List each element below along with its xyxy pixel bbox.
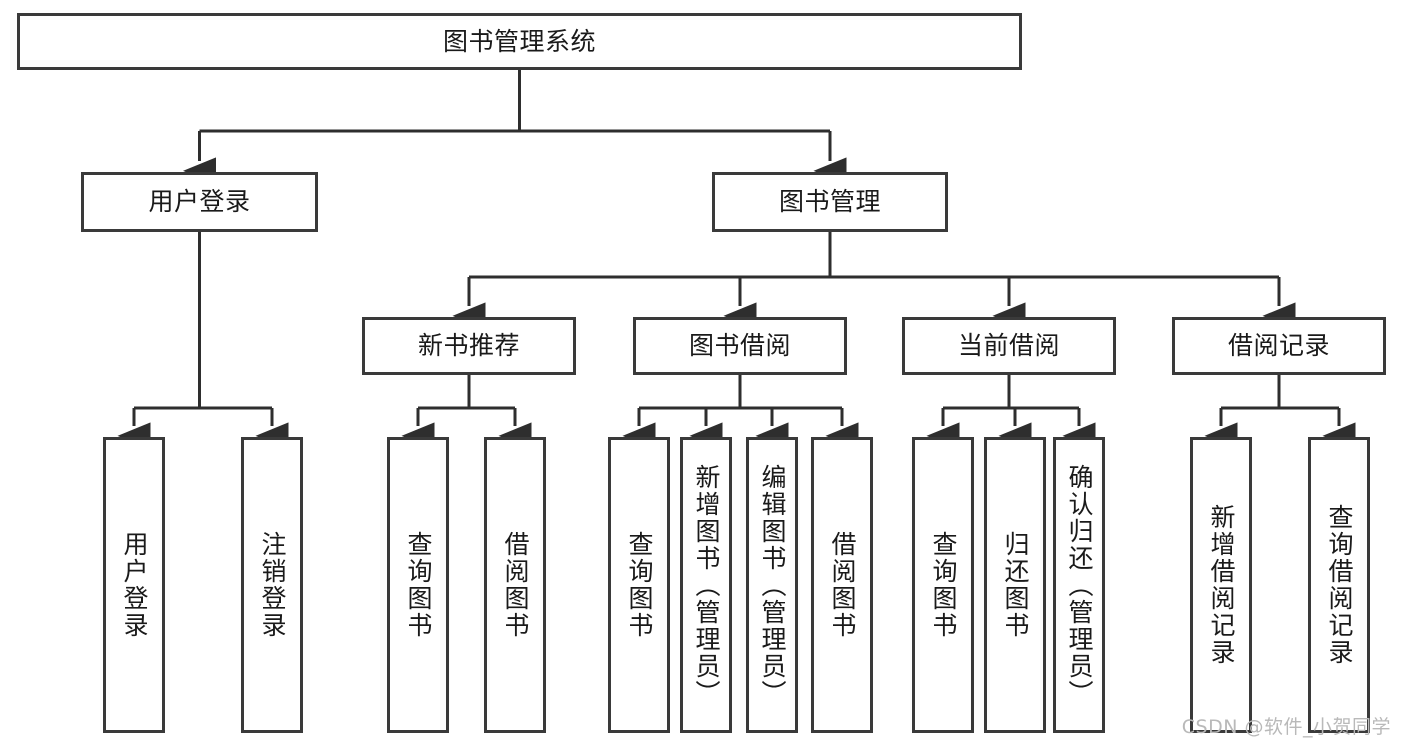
node-leaf-add-book-label: 新增图书（管理员）	[692, 463, 721, 707]
node-leaf-borrow-book-bw-label: 借阅图书	[828, 531, 857, 639]
node-current-borrow[interactable]: 当前借阅	[902, 317, 1116, 375]
node-root[interactable]: 图书管理系统	[17, 13, 1022, 70]
node-leaf-borrow-book-rec-label: 借阅图书	[501, 531, 530, 639]
node-leaf-query-book-cb[interactable]: 查询图书	[912, 437, 974, 733]
node-book-borrow[interactable]: 图书借阅	[633, 317, 847, 375]
node-leaf-logout[interactable]: 注销登录	[241, 437, 303, 733]
node-user-login-label: 用户登录	[148, 187, 251, 217]
node-leaf-confirm-return-label: 确认归还（管理员）	[1065, 463, 1094, 707]
node-root-label: 图书管理系统	[442, 26, 596, 56]
node-leaf-query-book-bw-label: 查询图书	[625, 531, 654, 639]
node-leaf-edit-book[interactable]: 编辑图书（管理员）	[746, 437, 798, 733]
node-book-borrow-label: 图书借阅	[688, 331, 791, 361]
node-leaf-borrow-book-bw[interactable]: 借阅图书	[811, 437, 873, 733]
node-current-borrow-label: 当前借阅	[957, 331, 1060, 361]
node-new-book-rec-label: 新书推荐	[417, 331, 520, 361]
node-leaf-add-record-label: 新增借阅记录	[1207, 504, 1236, 666]
node-leaf-query-book-rec[interactable]: 查询图书	[387, 437, 449, 733]
watermark: CSDN @软件_小贺同学	[1181, 716, 1391, 738]
node-leaf-user-login[interactable]: 用户登录	[103, 437, 165, 733]
node-leaf-confirm-return[interactable]: 确认归还（管理员）	[1053, 437, 1105, 733]
node-leaf-logout-label: 注销登录	[258, 531, 287, 639]
node-leaf-add-record[interactable]: 新增借阅记录	[1190, 437, 1252, 733]
node-leaf-edit-book-label: 编辑图书（管理员）	[758, 463, 787, 707]
node-borrow-record[interactable]: 借阅记录	[1172, 317, 1386, 375]
node-borrow-record-label: 借阅记录	[1227, 331, 1330, 361]
node-leaf-query-book-rec-label: 查询图书	[404, 531, 433, 639]
node-leaf-query-record-label: 查询借阅记录	[1325, 504, 1354, 666]
node-leaf-query-record[interactable]: 查询借阅记录	[1308, 437, 1370, 733]
node-leaf-query-book-cb-label: 查询图书	[929, 531, 958, 639]
node-user-login[interactable]: 用户登录	[81, 172, 318, 232]
node-leaf-user-login-label: 用户登录	[120, 531, 149, 639]
node-leaf-return-book[interactable]: 归还图书	[984, 437, 1046, 733]
node-book-manage[interactable]: 图书管理	[712, 172, 948, 232]
node-book-manage-label: 图书管理	[778, 187, 881, 217]
node-leaf-add-book[interactable]: 新增图书（管理员）	[680, 437, 732, 733]
node-leaf-return-book-label: 归还图书	[1001, 531, 1030, 639]
node-new-book-rec[interactable]: 新书推荐	[362, 317, 576, 375]
node-leaf-borrow-book-rec[interactable]: 借阅图书	[484, 437, 546, 733]
node-leaf-query-book-bw[interactable]: 查询图书	[608, 437, 670, 733]
